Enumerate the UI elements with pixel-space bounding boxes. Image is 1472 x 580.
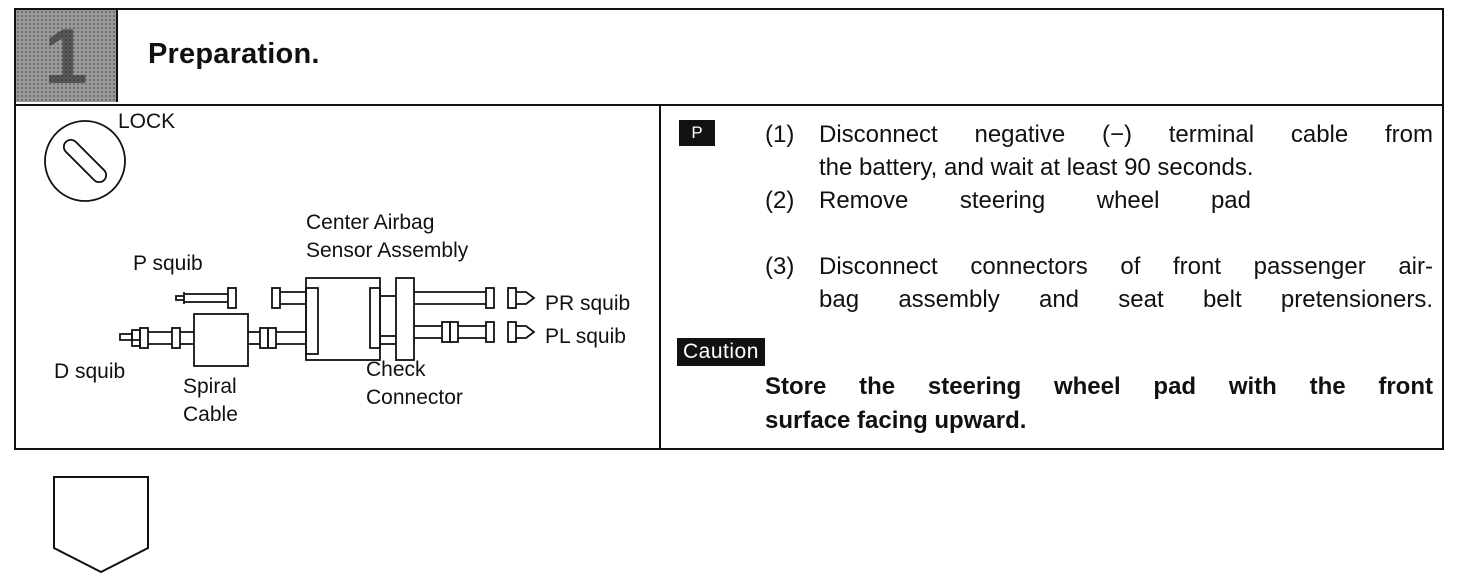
step-item-text-line2: bag assembly and seat belt pretensioners… <box>819 286 1433 313</box>
step-title: Preparation. <box>148 38 320 70</box>
step-item-text-line1: Disconnect connectors of front passenger… <box>819 253 1433 280</box>
p-squib-label: P squib <box>133 252 203 275</box>
diagram-panel: LOCK Center Airbag Sensor Assembly P squ… <box>16 104 661 448</box>
p-squib-connector <box>175 287 237 309</box>
center-airbag-sensor <box>248 277 381 361</box>
center-sensor-label-1: Center Airbag <box>306 211 434 234</box>
pr-squib-connector <box>414 287 536 309</box>
step-number: 1 <box>44 11 88 100</box>
d-squib-connector <box>119 327 172 349</box>
step-item-number: (3) <box>765 253 795 280</box>
next-step-marker <box>53 476 149 574</box>
center-sensor-label-2: Sensor Assembly <box>306 239 469 262</box>
airbag-wiring-diagram: LOCK Center Airbag Sensor Assembly P squ… <box>44 110 630 426</box>
pl-squib-connector <box>414 321 536 343</box>
caution-text: Store the steering wheel pad with the fr… <box>765 370 1433 438</box>
pr-squib-label: PR squib <box>545 292 630 315</box>
step-item-2: (2) Remove steering wheel pad <box>765 184 1433 217</box>
caution-badge: Caution <box>677 338 765 366</box>
step-item-number: (1) <box>765 121 795 148</box>
step-item-3: (3) Disconnect connectors of front passe… <box>765 250 1433 316</box>
step-body: LOCK Center Airbag Sensor Assembly P squ… <box>16 104 1442 448</box>
procedure-badge: P <box>679 120 715 146</box>
step-header: 1 Preparation. <box>16 10 1442 106</box>
check-connector-label-2: Connector <box>366 386 463 409</box>
d-squib-label: D squib <box>54 360 125 383</box>
spiral-cable-label-2: Cable <box>183 403 238 426</box>
pl-squib-label: PL squib <box>545 325 626 348</box>
instructions-panel: P (1) Disconnect negative (−) terminal c… <box>661 104 1442 448</box>
spiral-cable <box>171 313 249 367</box>
step-item-text-line1: Remove steering wheel pad <box>819 187 1251 214</box>
step-item-text-line2: the battery, and wait at least 90 second… <box>819 154 1254 181</box>
spiral-cable-label-1: Spiral <box>183 375 237 398</box>
ignition-lock-icon <box>44 120 126 202</box>
step-frame: 1 Preparation. LOCK Center Airbag Sensor… <box>14 8 1444 450</box>
check-connector-label-1: Check <box>366 358 426 381</box>
lock-label: LOCK <box>118 110 175 133</box>
step-item-text-line1: Disconnect negative (−) terminal cable f… <box>819 121 1433 148</box>
step-item-number: (2) <box>765 187 795 214</box>
step-item-1: (1) Disconnect negative (−) terminal cab… <box>765 118 1433 184</box>
step-number-cell: 1 <box>16 10 118 102</box>
check-connector <box>380 277 415 361</box>
caution-text-line2: surface facing upward. <box>765 407 1027 434</box>
caution-text-line1: Store the steering wheel pad with the fr… <box>765 373 1433 400</box>
